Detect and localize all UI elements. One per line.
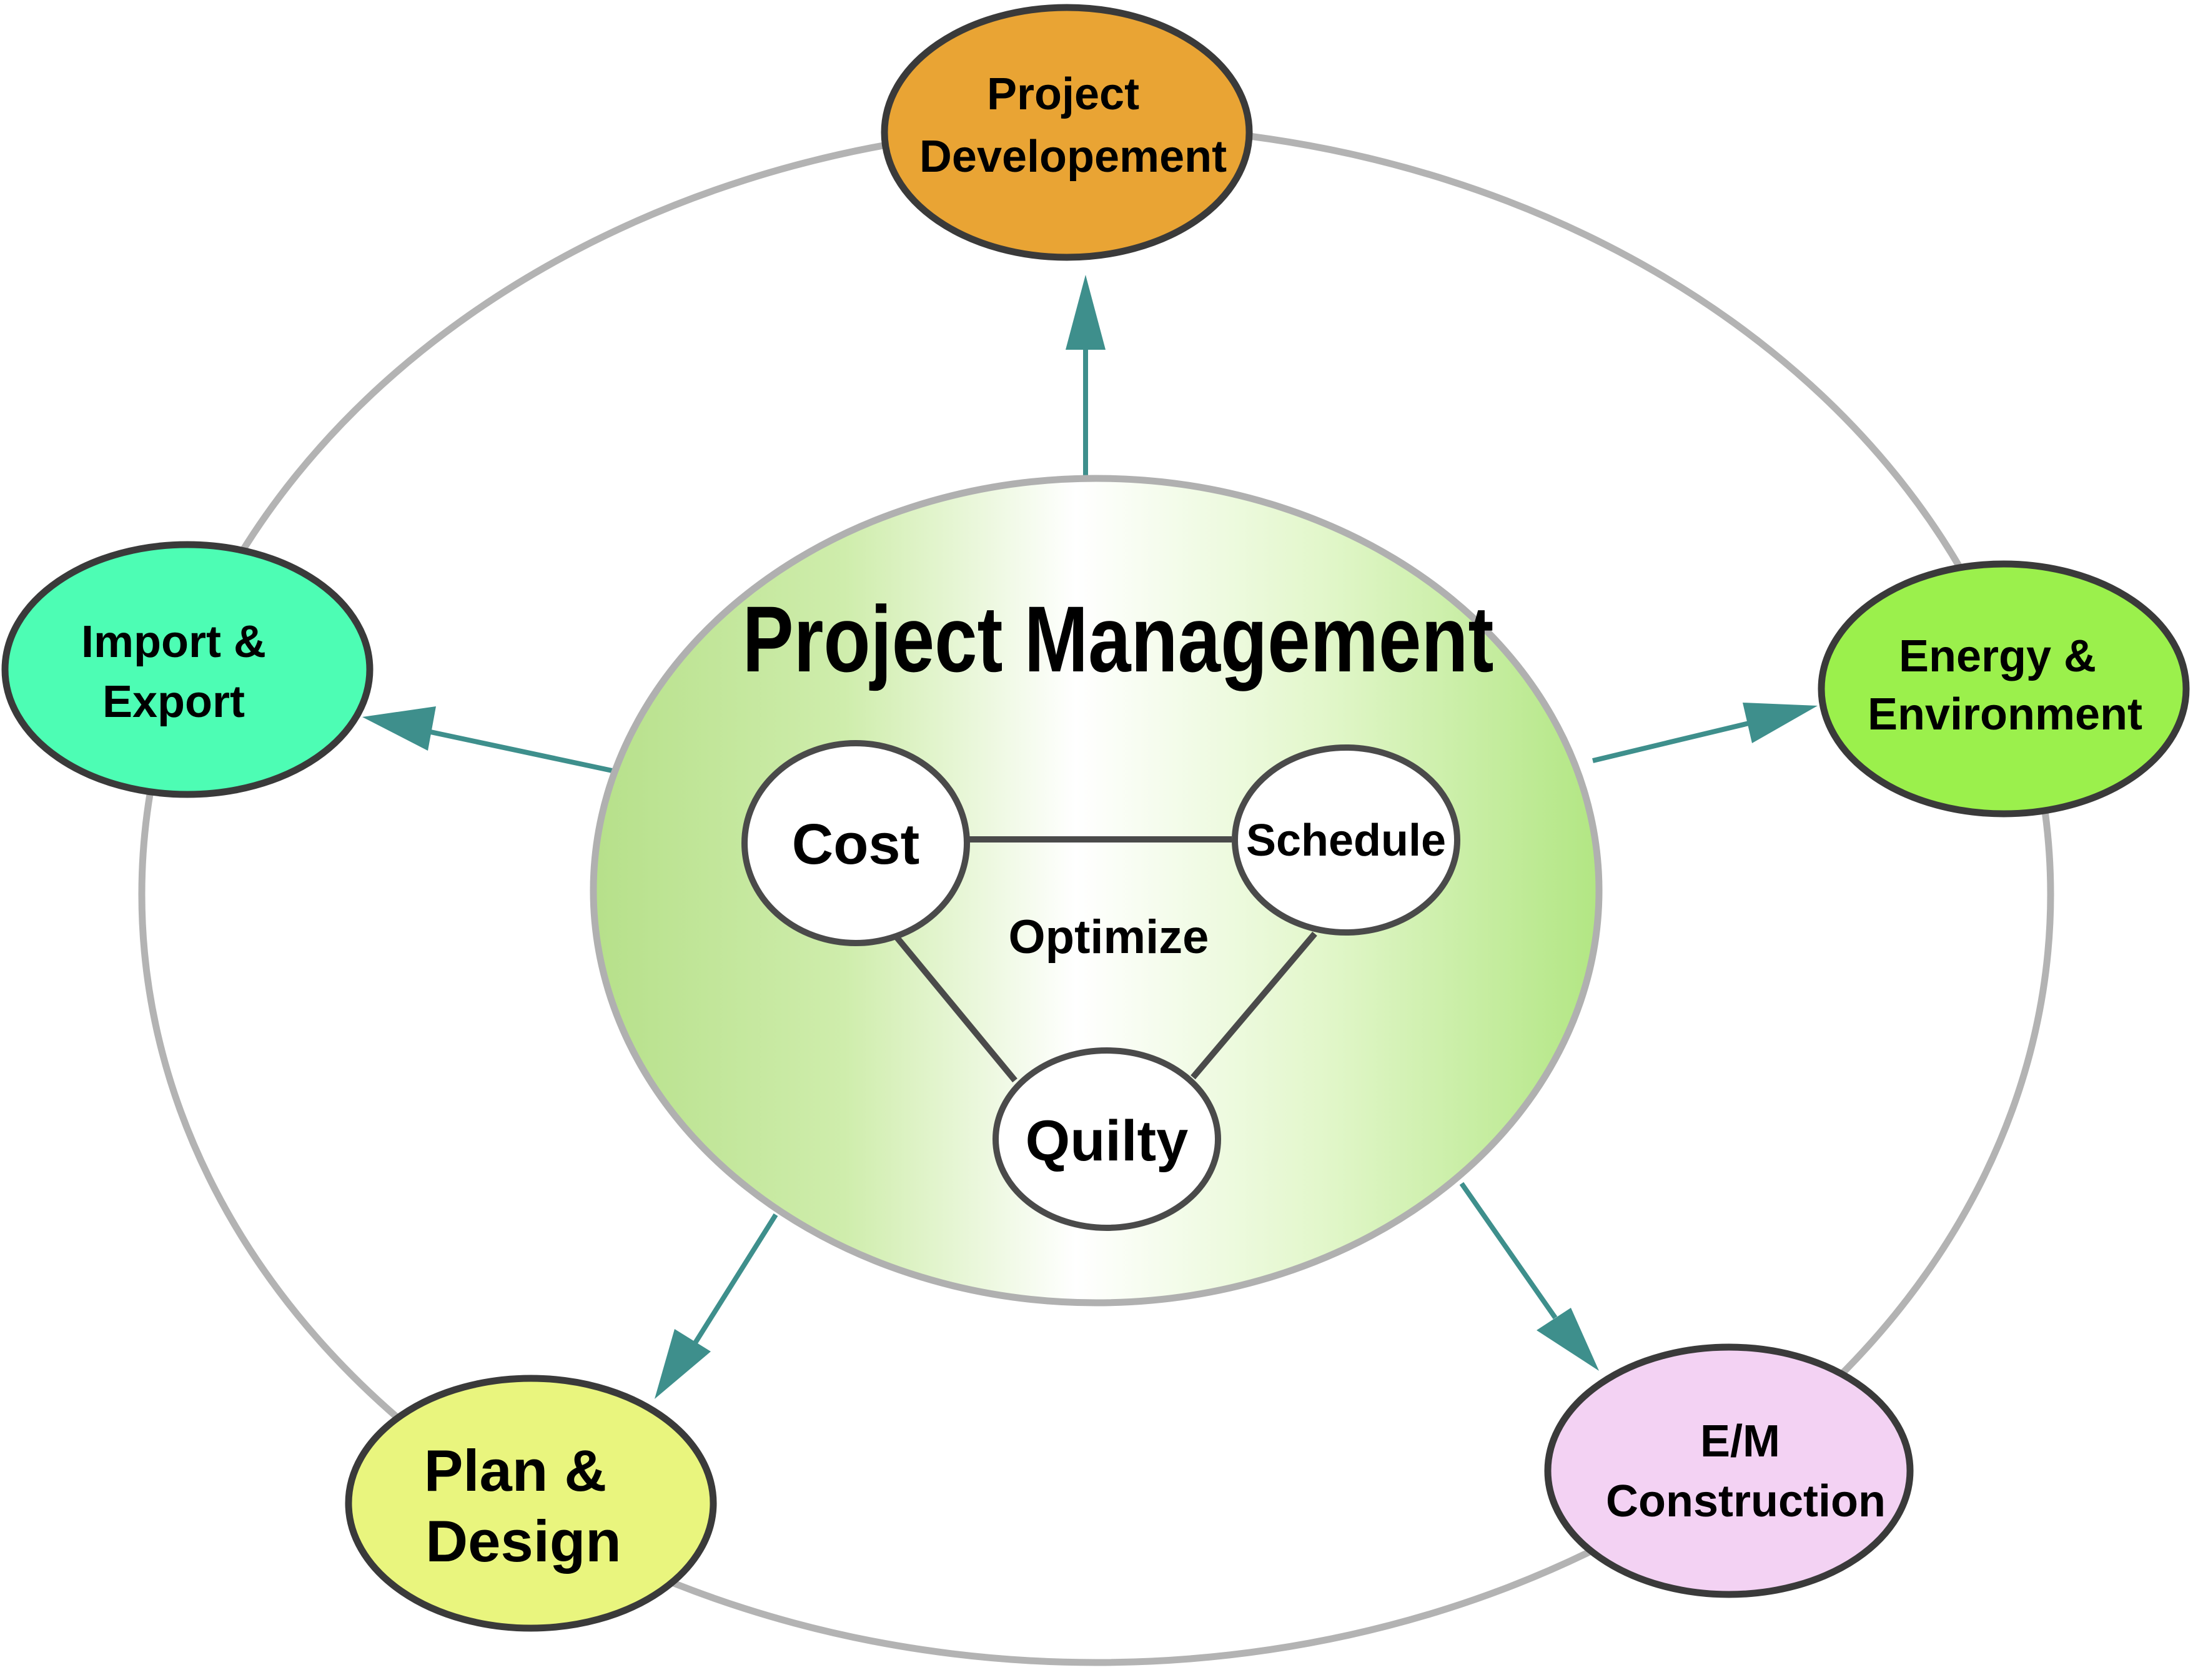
svg-text:Energy &: Energy & xyxy=(1899,631,2096,681)
optimize-label: Optimize xyxy=(1009,911,1209,964)
node-plan-design: Plan & Design xyxy=(345,1375,717,1632)
link-schedule-quality xyxy=(1191,931,1317,1080)
arrow-to-development xyxy=(1066,275,1106,481)
svg-text:Export: Export xyxy=(102,677,245,727)
quality-label: Quilty xyxy=(1026,1109,1189,1173)
project-management-title: Project Management xyxy=(743,587,1494,691)
schedule-label: Schedule xyxy=(1246,816,1446,866)
svg-text:E/M: E/M xyxy=(1700,1416,1780,1466)
svg-text:Environment: Environment xyxy=(1868,689,2142,739)
link-cost-quality xyxy=(894,934,1017,1083)
node-project-development: Project Developement xyxy=(881,4,1253,261)
cost-circle xyxy=(741,740,970,946)
arrow-to-em-construction xyxy=(1459,1182,1599,1371)
svg-text:Project: Project xyxy=(987,69,1139,119)
quality-circle xyxy=(993,1047,1221,1231)
node-import-export: Import & Export xyxy=(1,541,374,798)
cost-label: Cost xyxy=(792,813,919,876)
project-management-ellipse xyxy=(590,475,1603,1307)
arrow-to-import-export xyxy=(362,706,616,774)
schedule-circle xyxy=(1232,744,1460,936)
node-em-construction: E/M Construction xyxy=(1544,1343,1914,1598)
svg-text:Construction: Construction xyxy=(1606,1476,1886,1526)
svg-text:Plan &: Plan & xyxy=(424,1438,607,1503)
svg-text:Import &: Import & xyxy=(81,617,266,667)
arrow-to-plan-design xyxy=(655,1213,778,1399)
node-energy-environment: Energy & Environment xyxy=(1818,560,2190,818)
arrow-to-energy xyxy=(1592,703,1818,763)
svg-text:Developement: Developement xyxy=(919,132,1227,182)
svg-text:Design: Design xyxy=(425,1508,621,1574)
